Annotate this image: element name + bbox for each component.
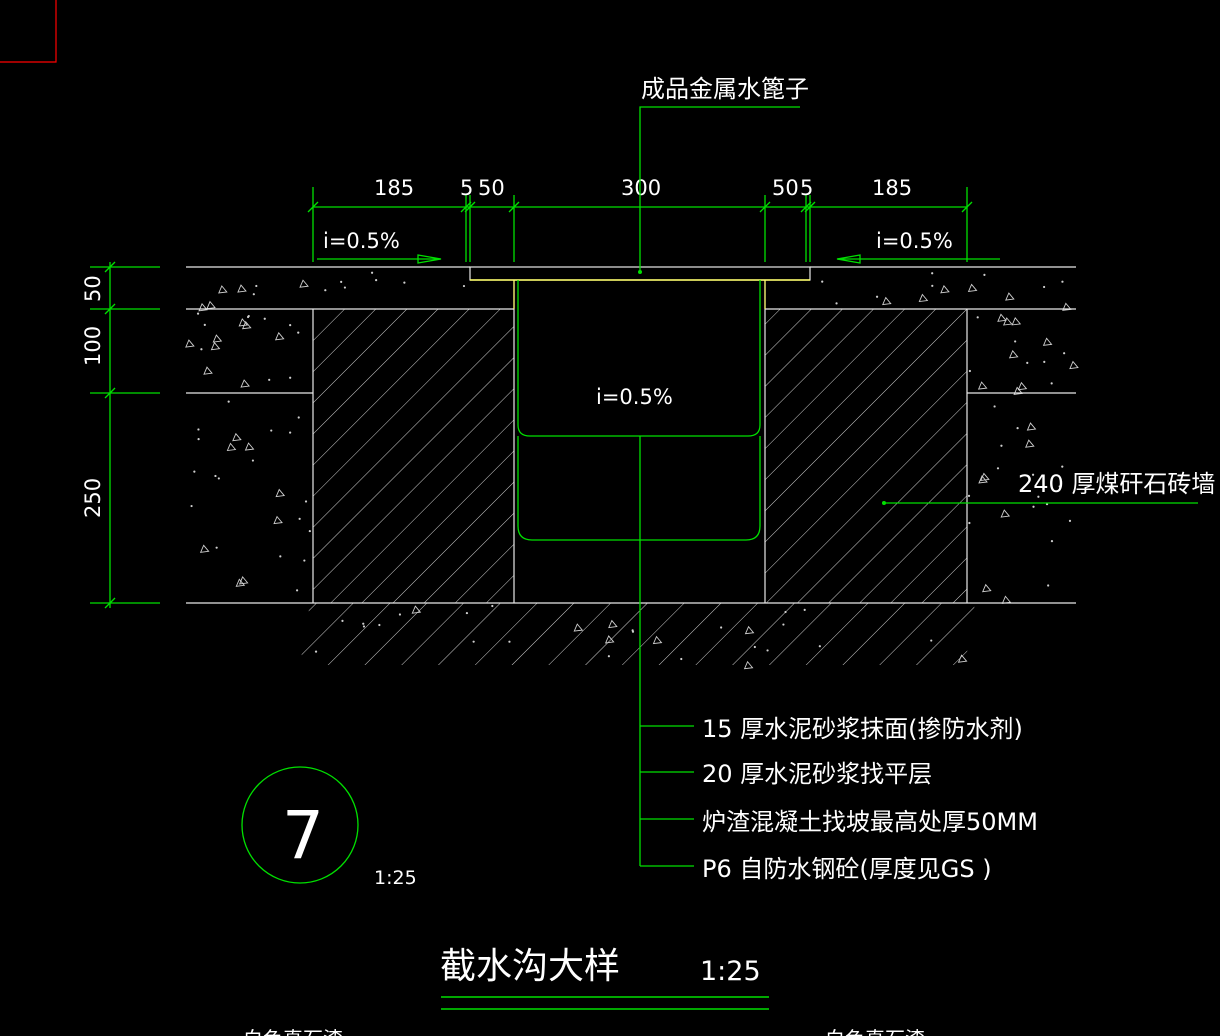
channel-lining-upper [517,280,761,437]
dim-250-vertical: 250 [81,478,105,518]
grate-label: 成品金属水篦子 [641,75,809,103]
dim-50-vertical: 50 [81,275,105,302]
slope-label-channel: i=0.5% [596,385,673,409]
slope-label-right: i=0.5% [876,229,953,253]
detail-number: 7 [282,797,324,874]
layer-label-2: 20 厚水泥砂浆找平层 [702,760,932,788]
channel-lining-lower [517,436,761,541]
brick-wall-right [765,309,967,603]
brick-wall-left [313,309,514,603]
section-outlines [186,266,1076,604]
dim-185-left: 185 [374,176,414,200]
dim-5-left: 5 [460,176,473,200]
wall-label: 240 厚煤矸石砖墙 [1018,470,1215,498]
corner-frame [0,0,57,63]
dim-50-left: 50 [478,176,505,200]
layer-label-1: 15 厚水泥砂浆抹面(掺防水剂) [702,715,1023,743]
dim-185-right: 185 [872,176,912,200]
dim-300: 300 [621,176,661,200]
detail-scale: 1:25 [374,867,417,889]
footer-label-left: 白色真石漆 [243,1027,343,1036]
drawing-title-scale: 1:25 [700,956,761,987]
dim-50-right: 50 [772,176,799,200]
detail-bubble [241,766,359,884]
drawing-title: 截水沟大样 [440,946,620,987]
layer-label-4: P6 自防水钢砼(厚度见GS ) [702,855,992,883]
dim-100-vertical: 100 [81,326,105,366]
slope-arrow-left [317,254,442,264]
layer-leader [639,436,694,867]
dim-5-right: 5 [800,176,813,200]
layer-label-3: 炉渣混凝土找坡最高处厚50MM [702,808,1038,836]
footer-label-right: 白色真石漆 [825,1027,925,1036]
slope-arrow-right [836,254,1000,264]
left-dimension-line [90,261,160,609]
ground-fill [300,603,975,665]
concrete-speckles [185,271,1079,670]
grate-leader [639,106,800,272]
slope-label-left: i=0.5% [323,229,400,253]
